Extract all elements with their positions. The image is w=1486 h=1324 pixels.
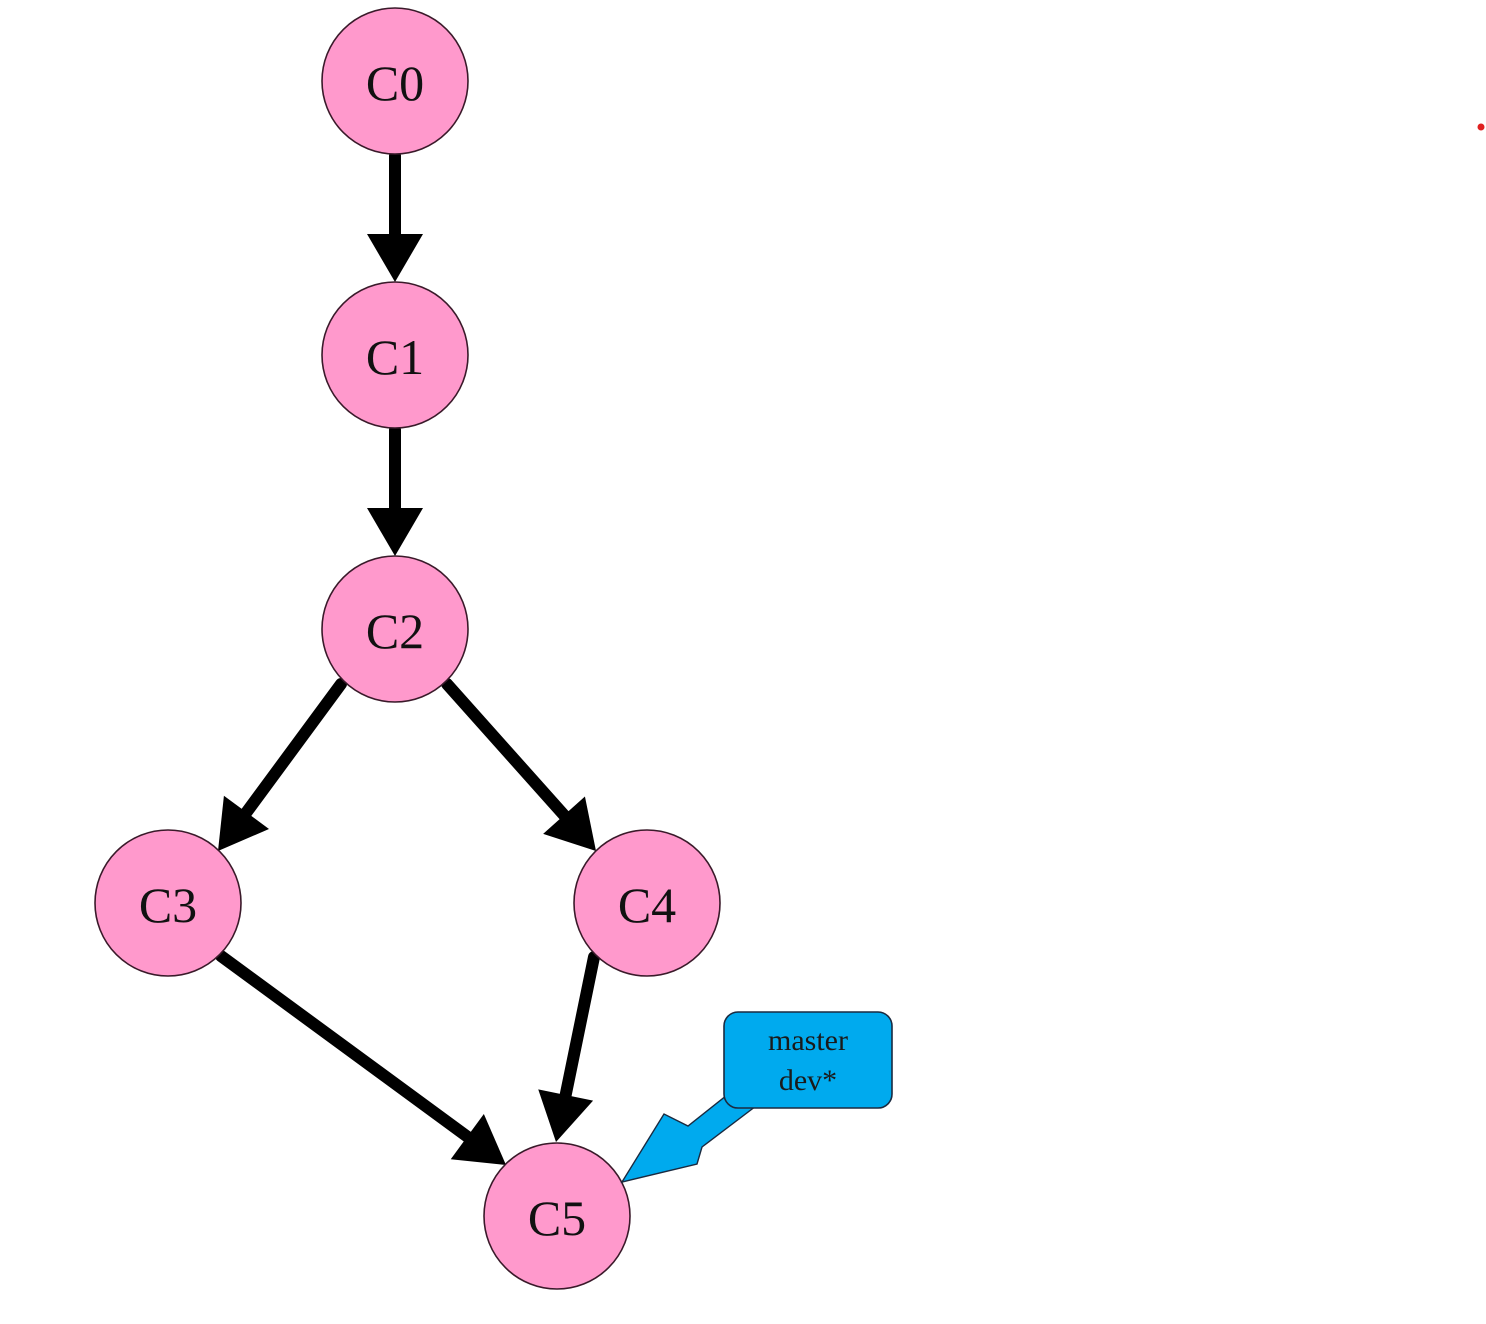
commit-node-c3[interactable]: C3 [94,829,242,977]
arrowhead-icon [218,795,270,851]
edge-c0-c1 [367,150,423,282]
edge-line [215,950,479,1147]
arrowhead-icon [450,1114,506,1165]
commit-label: C2 [366,603,424,659]
branch-pointer: master dev* [620,1011,893,1184]
edge-c2-c4 [441,678,596,851]
commit-label: C3 [139,877,197,933]
edge-c4-c5 [538,951,600,1142]
commit-node-c4[interactable]: C4 [573,829,721,977]
branch-label-master: master [768,1024,848,1057]
arrowhead-icon [538,1089,594,1142]
edge-line [236,678,347,824]
commit-node-c5[interactable]: C5 [483,1142,631,1290]
commit-label: C1 [366,329,424,385]
commit-label: C5 [528,1190,586,1246]
branch-label-dev: dev* [779,1064,837,1097]
commit-label: C0 [366,55,424,111]
branch-label-box[interactable] [723,1011,893,1109]
commit-circle[interactable] [321,555,469,703]
commit-label: C4 [618,877,676,933]
edges [215,150,600,1165]
commit-circle[interactable] [321,281,469,429]
edge-line [558,951,600,1107]
edge-c1-c2 [367,424,423,556]
marker-dot [1477,123,1485,131]
commit-circle[interactable] [483,1142,631,1290]
edge-c2-c3 [218,678,347,851]
arrowhead-icon [367,508,423,556]
commit-circle[interactable] [573,829,721,977]
commit-node-c2[interactable]: C2 [321,555,469,703]
arrowhead-icon [543,796,596,851]
arrowhead-icon [367,234,423,282]
commit-node-c1[interactable]: C1 [321,281,469,429]
commit-circle[interactable] [321,7,469,155]
edge-line [441,678,575,826]
edge-c3-c5 [215,950,506,1165]
commit-node-c0[interactable]: C0 [321,7,469,155]
commit-circle[interactable] [94,829,242,977]
